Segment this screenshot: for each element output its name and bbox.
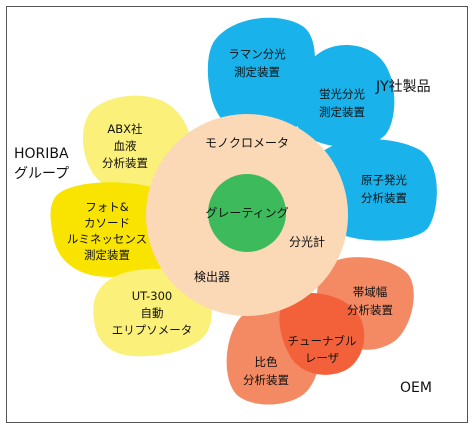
petal-abx-label-3: 分析装置 [102,156,148,170]
ring-label-spectrometer: 分光計 [289,234,325,249]
core-label-grating: グレーティング [205,206,288,220]
petal-photo-label-2: カソード [84,216,130,230]
petal-raman-label-2: 測定装置 [234,65,280,79]
petal-fluorescence [291,44,395,148]
group-label-jy: JY社製品 [375,79,431,95]
group-label-oem: OEM [400,380,432,396]
petal-colorimetric-label-1: 比色 [255,355,278,369]
diagram-frame [6,6,468,423]
petal-ut300-label-2: 自動 [141,306,164,320]
petal-ut300-label-1: UT-300 [132,289,173,303]
ring-label-detector: 検出器 [194,270,230,284]
petal-tunable [279,292,365,375]
petal-photo-label-1: フォト& [85,200,128,214]
petal-photo-label-3: ルミネッセンス [67,232,147,246]
petal-abx-label-2: 血液 [114,139,137,153]
petal-tunable-label-2: レーザ [305,351,339,365]
petal-band-label-1: 帯域幅 [353,285,388,299]
ring-label-monochromator: モノクロメータ [205,136,289,150]
petal-fluorescence-label-1: 蛍光分光 [319,87,365,101]
petal-photo-label-4: 測定装置 [84,248,130,262]
petal-atomic-label-2: 分析装置 [361,191,407,205]
petal-colorimetric-label-2: 分析装置 [243,373,289,387]
grating-core [208,174,286,252]
petal-abx-label-1: ABX社 [107,122,143,136]
petal-fluorescence-label-2: 測定装置 [319,105,365,119]
petal-raman [207,17,315,147]
petal-band-label-2: 分析装置 [347,303,393,317]
petal-raman-label-1: ラマン分光 [228,47,286,61]
group-label-horiba-line1: HORIBA [14,146,69,162]
petal-ut300-label-3: エリプソメータ [112,323,193,337]
petal-atomic-label-1: 原子発光 [361,173,407,187]
group-label-horiba-line2: グループ [14,166,69,182]
petal-tunable-label-1: チューナブル [288,334,357,348]
